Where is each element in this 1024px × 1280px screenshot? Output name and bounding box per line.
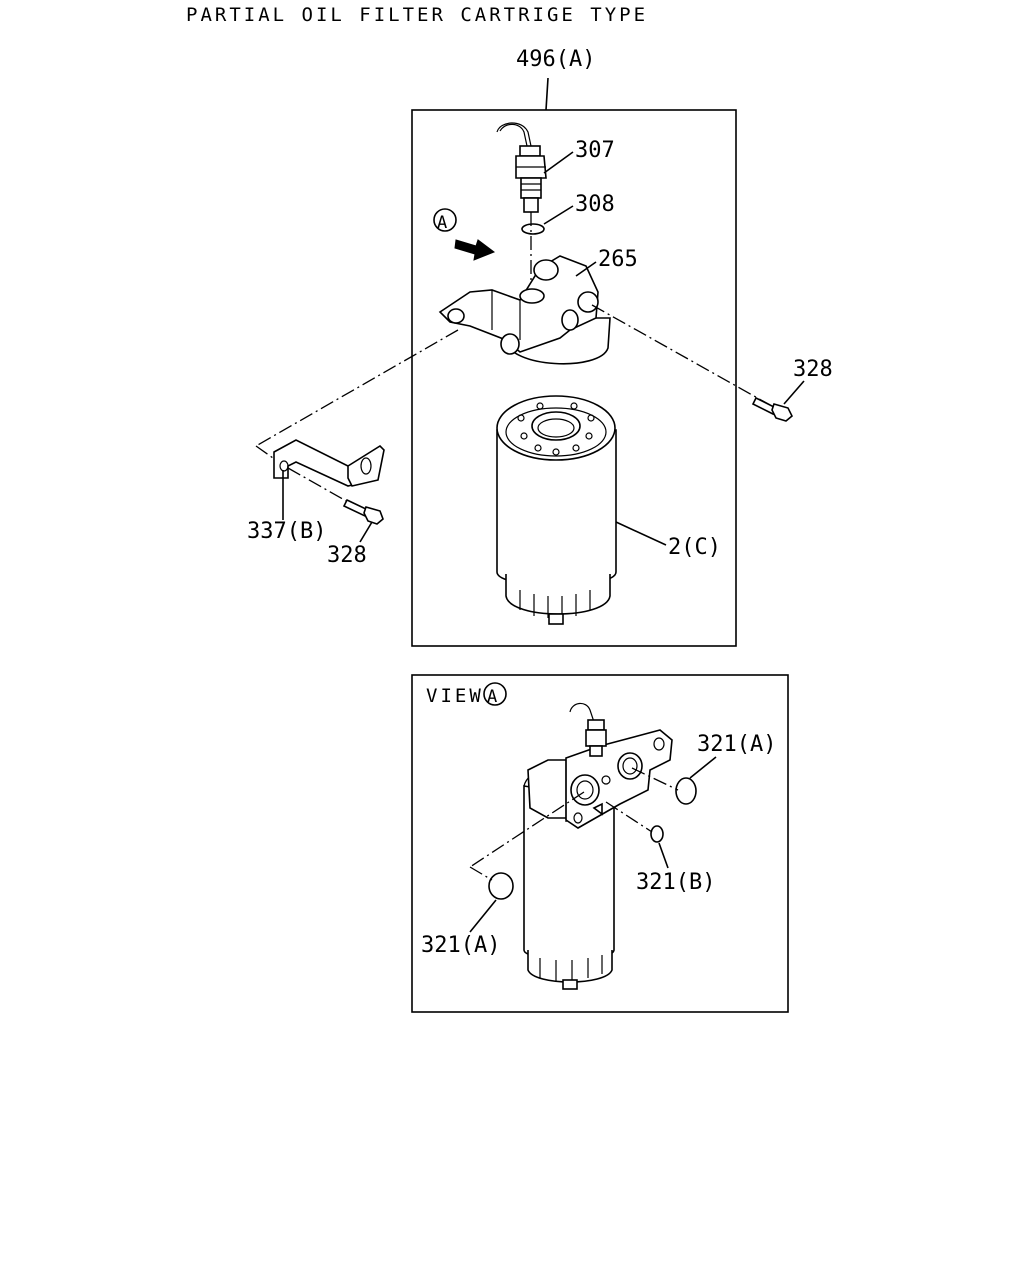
small-o-ring [521,223,545,235]
callout-337b: 337(B) [247,519,326,544]
main-assembly-panel: 496(A) 307 308 A [411,47,771,647]
callout-328-left: 328 [327,543,367,568]
callout-307: 307 [575,138,615,163]
callout-265: 265 [598,247,638,272]
bolt-right [751,396,793,422]
view-cartridge [523,760,615,990]
view-direction-arrow [454,239,496,261]
view-label-letter: A [487,687,497,707]
callout-2c: 2(C) [668,535,721,560]
view-a-marker [433,208,457,232]
callout-321a-left: 321(A) [421,933,500,958]
view-label-marker [483,682,507,706]
o-ring-321a-left [488,872,514,900]
oil-pressure-sender [496,122,547,213]
bolt-left [342,498,384,525]
callout-328-right: 328 [793,357,833,382]
mounting-bracket [273,439,385,487]
callout-496a: 496(A) [516,47,595,72]
callout-321a-right: 321(A) [697,732,776,757]
view-oil-pressure-sender [569,702,607,757]
view-a-marker-letter: A [437,213,447,233]
view-a-panel: VIEW A [411,674,789,1013]
diagram-title: PARTIAL OIL FILTER CARTRIGE TYPE [186,4,648,26]
view-label: VIEW [426,685,484,707]
callout-321b: 321(B) [636,870,715,895]
filter-cartridge [496,395,617,625]
callout-308: 308 [575,192,615,217]
filter-head [438,255,611,365]
o-ring-321a-right [675,777,697,805]
o-ring-321b [650,825,664,843]
